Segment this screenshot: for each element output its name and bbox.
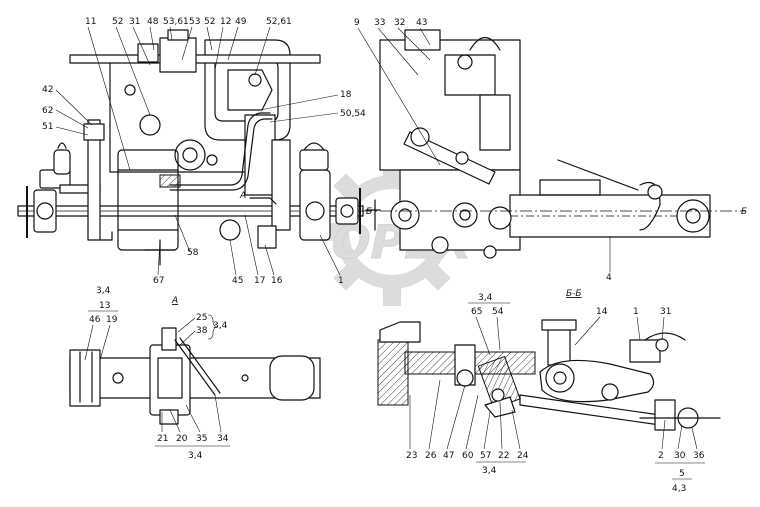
callout-label: 11 [85, 17, 96, 27]
callout-label: 24 [517, 451, 529, 461]
callout-label: 52 [204, 17, 215, 27]
callout-label: 2 [658, 451, 664, 461]
callout-label: 4 [606, 273, 612, 283]
callout-label: 22 [498, 451, 509, 461]
callout-labels: 11 52 31 48 53,61 53 52 12 49 52,61 42 6… [42, 17, 747, 494]
callout-label: 57 [480, 451, 491, 461]
callout-label: 48 [147, 17, 159, 27]
view-arrow-label: А [239, 191, 246, 201]
main-left-assembly [17, 29, 364, 266]
left-end-clamp [33, 189, 57, 233]
main-right-assembly [360, 29, 745, 259]
callout-label: 62 [42, 106, 53, 116]
callout-label: 65 [471, 307, 482, 317]
callout-label: 42 [42, 85, 53, 95]
callout-label: 35 [196, 434, 207, 444]
callout-label: 60 [462, 451, 474, 461]
callout-label: 9 [354, 18, 360, 28]
section-bracket [377, 339, 409, 406]
section-marker-left: Б [366, 207, 372, 217]
callout-label: 18 [340, 90, 352, 100]
callout-label: 34 [217, 434, 229, 444]
callout-label: 23 [406, 451, 417, 461]
callout-label: 17 [254, 276, 265, 286]
view-a-group-upper: 3,4 [96, 286, 111, 296]
section-b-title: Б-Б [566, 289, 582, 299]
callout-label: 1 [338, 276, 344, 286]
section-b-right-group-lower: 4,3 [672, 484, 686, 494]
view-a [69, 327, 321, 425]
fuel-pipe [169, 112, 271, 186]
callout-label: 14 [596, 307, 608, 317]
callout-label: 54 [492, 307, 504, 317]
view-a-brace-value: 3,4 [213, 321, 228, 331]
right-end-clamp [299, 169, 331, 241]
callout-label: 52,61 [266, 17, 292, 27]
section-b-right-group-upper: 5 [679, 469, 685, 479]
callout-label: 30 [674, 451, 686, 461]
view-a-bottom-group: 3,4 [188, 451, 203, 461]
callout-label: 67 [153, 276, 164, 286]
view-a-title: А [171, 296, 178, 306]
callout-label: 53,61 [163, 17, 189, 27]
callout-label: 36 [693, 451, 705, 461]
callout-label: 12 [220, 17, 231, 27]
callout-label: 20 [176, 434, 188, 444]
callout-label: 53 [189, 17, 200, 27]
section-b-b [377, 319, 721, 431]
callout-label: 16 [271, 276, 283, 286]
callout-label: 32 [394, 18, 405, 28]
view-a-group-lower: 13 [99, 301, 110, 311]
callout-label: 51 [42, 122, 53, 132]
callout-label: 38 [196, 326, 208, 336]
leader-lines [55, 26, 705, 480]
callout-label: 45 [232, 276, 243, 286]
section-marker-right: Б [741, 207, 747, 217]
callout-label: 58 [187, 248, 199, 258]
callout-label: 25 [196, 313, 207, 323]
callout-label: 50,54 [340, 109, 366, 119]
callout-label: 33 [374, 18, 385, 28]
section-b-bottom-group: 3,4 [482, 466, 497, 476]
callout-label: 31 [660, 307, 671, 317]
callout-label: 49 [235, 17, 247, 27]
callout-label: 31 [129, 17, 140, 27]
callout-label: 26 [425, 451, 437, 461]
callout-label: 52 [112, 17, 123, 27]
callout-label: 21 [157, 434, 168, 444]
callout-label: 1 [633, 307, 639, 317]
callout-label: 46 [89, 315, 101, 325]
callout-label: 47 [443, 451, 454, 461]
callout-label: 19 [106, 315, 118, 325]
callout-label: 43 [416, 18, 427, 28]
section-b-group-upper: 3,4 [478, 293, 493, 303]
